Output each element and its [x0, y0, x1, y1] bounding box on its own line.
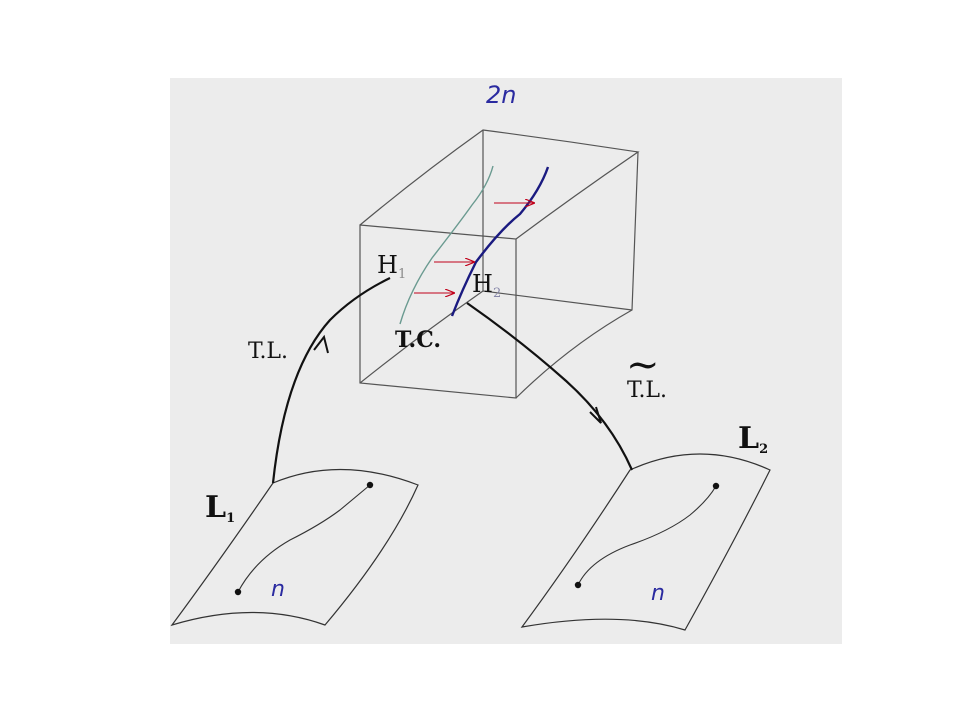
leaf-l2-end-point: [712, 482, 720, 490]
h2-label: H2: [472, 270, 501, 301]
leaf-l1-start-point: [234, 588, 242, 596]
tl-arrow-left-head: [313, 334, 329, 354]
leaf-l1: [170, 468, 419, 627]
leaf-l2-start-point: [574, 581, 582, 589]
dim-2n-label: 2n: [486, 81, 516, 109]
diagram-background: [170, 78, 842, 644]
tl-left-label: T.L.: [248, 339, 288, 364]
tl-arrow-right: [466, 302, 634, 471]
phase-space-box: [359, 129, 640, 399]
leaf-l2-sheet: [520, 453, 771, 631]
tl-right-label: T.L.: [627, 378, 667, 403]
tl-arrow-right-head: [589, 406, 602, 424]
leaf-l2: [520, 453, 771, 631]
leaf-l1-curve: [237, 484, 371, 593]
n-right-label: n: [651, 581, 665, 606]
tl-arrow-left: [271, 277, 391, 484]
leaf-l1-sheet: [170, 468, 419, 627]
flow-arrows: [414, 203, 534, 293]
box-back-bottom-edge: [359, 290, 633, 384]
l1-label: L1: [205, 490, 235, 526]
box-top-face: [359, 129, 640, 240]
h2-curve: [450, 166, 550, 317]
n-left-label: n: [271, 577, 285, 602]
tc-label: T.C.: [395, 327, 441, 353]
l2-label: L2: [738, 421, 768, 457]
box-right-face: [515, 151, 639, 399]
h1-label: H1: [377, 251, 406, 282]
tl-right-tilde: ~: [626, 342, 660, 388]
leaf-l1-end-point: [366, 481, 374, 489]
leaf-l2-curve: [577, 485, 717, 586]
h1-curve: [399, 165, 494, 325]
